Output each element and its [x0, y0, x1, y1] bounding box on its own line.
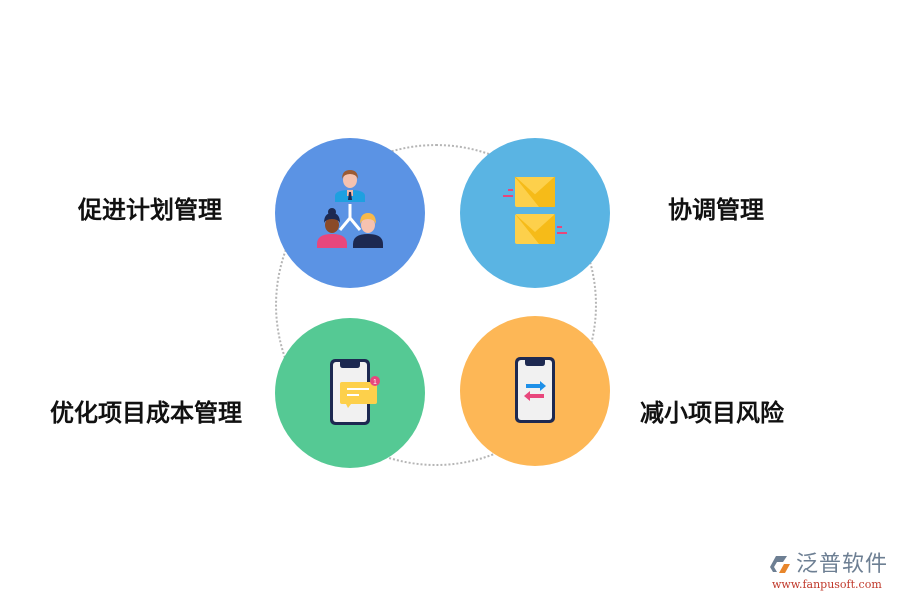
team-hierarchy-icon: [317, 170, 383, 248]
phone-message-icon: 1: [330, 359, 380, 425]
notification-badge: 1: [373, 379, 377, 386]
envelopes-icon: [503, 176, 567, 244]
brand-mark-icon: [770, 556, 790, 573]
label-cost-optimization: 优化项目成本管理: [50, 399, 242, 427]
coordination-circle: [460, 138, 610, 288]
phone-transfer-icon: [515, 357, 555, 423]
brand-name: 泛普软件: [796, 552, 889, 577]
plan-management-circle: [275, 138, 425, 288]
label-coordination-management: 协调管理: [668, 196, 764, 224]
label-plan-management: 促进计划管理: [78, 196, 222, 224]
brand-logo: 泛普软件 www.fanpusoft.com: [770, 552, 895, 592]
cost-optimization-circle: 1: [275, 318, 425, 468]
label-risk-reduction: 减小项目风险: [640, 399, 784, 427]
brand-url: www.fanpusoft.com: [772, 578, 882, 591]
dotted-connector-ring: [275, 144, 597, 466]
risk-reduction-circle: [460, 316, 610, 466]
